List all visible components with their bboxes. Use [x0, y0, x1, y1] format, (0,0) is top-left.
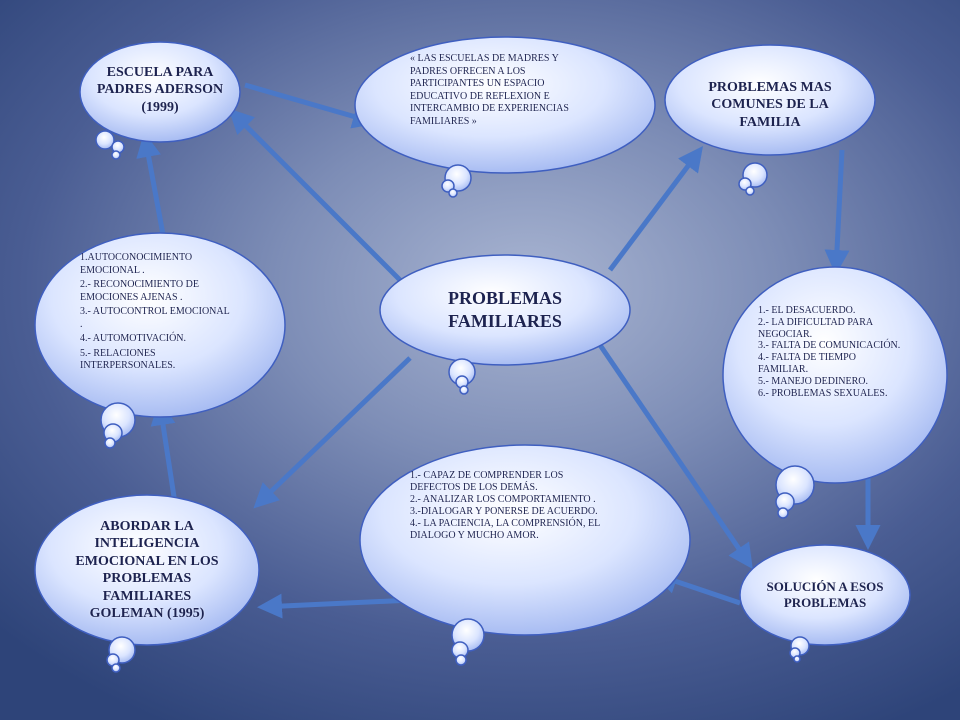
- center-title: PROBLEMAS FAMILIARES: [447, 287, 562, 331]
- arrow-soluciones-to-abordar: [257, 593, 413, 619]
- list-item: 2.- ANALIZAR LOS COMPORTAMIENTO .: [410, 494, 596, 505]
- list-item: 1.- CAPAZ DE COMPRENDER LOS DEFECTOS DE …: [410, 470, 564, 493]
- bubble-competencias: [34, 232, 286, 449]
- list-item: 2.- LA DIFICULTAD PARA NEGOCIAR.: [758, 316, 873, 340]
- list-item: 4.- FALTA DE TIEMPO FAMILIAR.: [758, 352, 856, 375]
- list-item: 2.- RECONOCIMIENTO DE EMOCIONES AJENAS .: [80, 279, 199, 303]
- abordar-title: ABORDAR LA INTELIGENCIA EMOCIONAL EN LOS…: [75, 518, 219, 622]
- bubble-escuela: [79, 41, 241, 160]
- problemas-lista: 1.- EL DESACUERDO. 2.- LA DIFICULTAD PAR…: [758, 305, 903, 455]
- list-item: 3.- AUTOCONTROL EMOCIONAL .: [80, 306, 230, 330]
- list-item: 1.AUTOCONOCIMIENTO EMOCIONAL .: [80, 252, 193, 276]
- problemas-comunes-title: PROBLEMAS MAS COMUNES DE LA FAMILIA: [708, 79, 832, 130]
- competencias-list: 1.AUTOCONOCIMIENTO EMOCIONAL . 2.- RECON…: [80, 252, 232, 402]
- arrow-competencias-to-escuela: [136, 132, 167, 241]
- solucion-title: SOLUCIÓN A ESOS PROBLEMAS: [766, 578, 884, 610]
- bubble-soluciones: [359, 444, 691, 666]
- list-item: 5.- RELACIONES INTERPERSONALES.: [80, 347, 176, 372]
- bubble-abordar: [34, 494, 260, 673]
- list-item: 3.-DIALOGAR Y PONERSE DE ACUERDO.: [410, 506, 598, 517]
- arrow-comunes-to-lista: [824, 149, 850, 275]
- bubble-solucion: [739, 544, 911, 663]
- bubble-quote: [354, 36, 656, 198]
- arrow-center-to-abordar: [253, 356, 412, 509]
- bubble-problemas-lista: [722, 266, 948, 519]
- list-item: 4.- LA PACIENCIA, LA COMPRENSIÓN, EL DIA…: [410, 518, 600, 541]
- arrow-abordar-to-competencias: [150, 400, 179, 511]
- arrow-escuela-to-quote: [244, 82, 378, 129]
- list-item: 3.- FALTA DE COMUNICACIÓN.: [758, 340, 901, 352]
- escuela-title: ESCUELA PARA PADRES ADERSON (1999): [96, 64, 224, 115]
- arrow-center-to-problemas-comunes: [608, 146, 703, 272]
- soluciones-list: 1.- CAPAZ DE COMPRENDER LOS DEFECTOS DE …: [410, 470, 610, 605]
- bubble-shapes: [34, 36, 948, 673]
- arrow-center-to-solucion: [597, 343, 753, 570]
- bubble-problemas-comunes: [664, 44, 876, 196]
- arrow-center-to-escuela: [228, 108, 407, 287]
- list-item: 6.- PROBLEMAS SEXUALES.: [758, 387, 888, 399]
- quote-text: « LAS ESCUELAS DE MADRES Y PADRES OFRECE…: [410, 53, 569, 127]
- bubble-center: [379, 254, 631, 395]
- list-item: 1.- EL DESACUERDO.: [758, 305, 856, 316]
- connector-arrows: [136, 82, 881, 619]
- list-item: 4.- AUTOMOTIVACIÓN.: [80, 333, 187, 344]
- list-item: 5.- MANEJO DEDINERO.: [758, 375, 868, 387]
